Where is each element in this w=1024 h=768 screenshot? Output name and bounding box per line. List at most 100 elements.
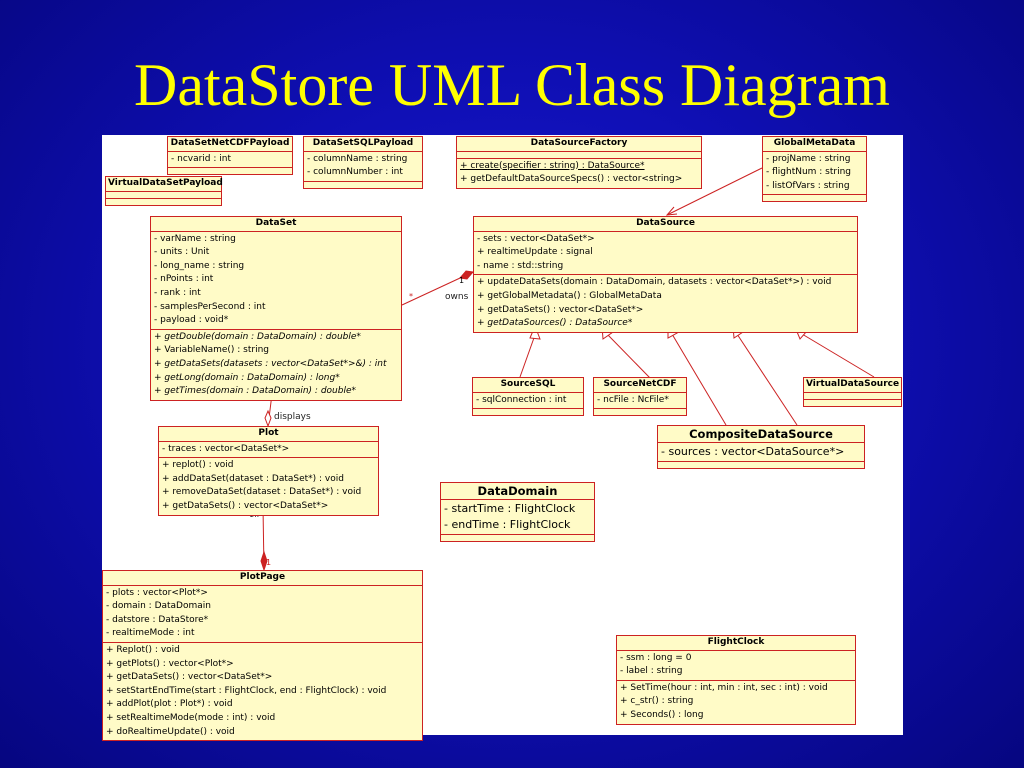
datasetnetcdfpayload-attribute: - ncvarid : int: [171, 153, 232, 164]
datasetsqlpayload-attribute: - columnName : string: [307, 153, 408, 164]
plotpage-operation: + doRealtimeUpdate() : void: [106, 726, 235, 737]
dataset-attribute: - samplesPerSecond : int: [154, 301, 266, 312]
class-flightclock: FlightClock- ssm : long = 0- label : str…: [616, 635, 856, 725]
plotpage-operation: + setRealtimeMode(mode : int) : void: [106, 712, 276, 723]
datasetnetcdfpayload-operations: [168, 168, 292, 174]
dataset-operation: + getDataSets(datasets : vector<DataSet*…: [154, 358, 387, 369]
sourcesql-class-name: SourceSQL: [473, 378, 583, 393]
plot-class-name: Plot: [159, 427, 378, 442]
datasourcefactory-class-name: DataSourceFactory: [457, 137, 701, 152]
dataset-class-name: DataSet: [151, 217, 401, 232]
virtualdatasource-operations: [804, 400, 901, 406]
class-dataset: DataSet- varName : string - units : Unit -…: [150, 216, 402, 401]
displays-aggregation-diamond: [264, 409, 272, 428]
datasetsqlpayload-attribute: - columnNumber : int: [307, 167, 403, 178]
dataset-operation: + getDouble(domain : DataDomain) : doubl…: [154, 331, 361, 342]
plotpage-attribute: - realtimeMode : int: [106, 628, 195, 639]
plot-operations: + replot() : void + addDataSet(dataset : …: [159, 458, 378, 514]
datadomain-class-name: DataDomain: [441, 483, 594, 500]
virtualdatasource-class-name: VirtualDataSource: [804, 378, 901, 393]
flightclock-operations: + SetTime(hour : int, min : int, sec : i…: [617, 681, 855, 724]
class-datadomain: DataDomain- startTime : FlightClock- end…: [440, 482, 595, 542]
plotpage-operation: + addPlot(plot : Plot*) : void: [106, 699, 233, 710]
globalmetadata-operations: [763, 195, 866, 201]
datasource-operation: + updateDataSets(domain : DataDomain, da…: [477, 277, 832, 288]
owns-one-multiplicity: 1: [459, 276, 465, 285]
sourcesql-attributes: - sqlConnection : int: [473, 393, 583, 410]
compositedatasource-attribute: - sources : vector<DataSource*>: [661, 445, 845, 458]
datadomain-attributes: - startTime : FlightClock- endTime : Fli…: [441, 500, 594, 535]
uml-canvas: * 1 owns * displays 1..* 1 DataSetNetCDF…: [102, 135, 903, 742]
flightclock-class-name: FlightClock: [617, 636, 855, 651]
virtualdatasource-attributes: [804, 393, 901, 400]
datadomain-operations: [441, 535, 594, 541]
globalmetadata-attribute: - listOfVars : string: [766, 180, 850, 191]
class-datasetsqlpayload: DataSetSQLPayload- columnName : string- …: [303, 136, 423, 189]
dataset-operation: + getLong(domain : DataDomain) : long*: [154, 372, 340, 383]
datasourcefactory-attributes: [457, 152, 701, 159]
class-sourcesql: SourceSQL- sqlConnection : int: [472, 377, 584, 417]
owns-label: owns: [445, 292, 469, 302]
slide-title: DataStore UML Class Diagram: [134, 52, 890, 118]
dataset-attributes: - varName : string- units : Unit- long_n…: [151, 232, 401, 330]
plotpage-operation: + getPlots() : vector<Plot*>: [106, 658, 234, 669]
plot-attribute: - traces : vector<DataSet*>: [162, 443, 290, 454]
dataset-operations: + getDouble(domain : DataDomain) : doubl…: [151, 330, 401, 400]
plotpage-operation: + getDataSets() : vector<DataSet*>: [106, 672, 273, 683]
plotpage-class-name: PlotPage: [103, 571, 422, 586]
datasetsqlpayload-operations: [304, 182, 422, 188]
plot-operation: + replot() : void: [162, 460, 234, 471]
globalmetadata-attribute: - projName : string: [766, 153, 851, 164]
datasourcefactory-operation: + create(specifier : string) : DataSourc…: [460, 160, 645, 171]
plot-operation: + addDataSet(dataset : DataSet*) : void: [162, 473, 344, 484]
sourcesql-attribute: - sqlConnection : int: [476, 394, 567, 405]
flightclock-attributes: - ssm : long = 0- label : string: [617, 651, 855, 681]
flightclock-operation: + SetTime(hour : int, min : int, sec : i…: [620, 682, 828, 693]
datasourcefactory-operations: + create(specifier : string) : DataSourc…: [457, 159, 701, 188]
compositedatasource-generalization-line: [671, 333, 727, 426]
class-plotpage: PlotPage- plots : vector<Plot*> - domain …: [102, 570, 423, 742]
globalmetadata-class-name: GlobalMetaData: [763, 137, 866, 152]
class-compositedatasource: CompositeDataSource- sources : vector<Da…: [657, 425, 865, 469]
plot-attributes: - traces : vector<DataSet*>: [159, 442, 378, 459]
sourcenetcdf-attribute: - ncFile : NcFile*: [597, 394, 669, 405]
dataset-attribute: - nPoints : int: [154, 274, 214, 285]
plotpage-plot-one-multiplicity: 1: [266, 558, 272, 567]
compositedatasource-operations: [658, 462, 864, 468]
plot-operation: + removeDataSet(dataset : DataSet*) : vo…: [162, 487, 362, 498]
sourcesql-generalization-line: [519, 334, 536, 378]
plotpage-attribute: - datstore : DataStore*: [106, 614, 209, 625]
plotpage-operation: + setStartEndTime(start : FlightClock, e…: [106, 685, 387, 696]
sourcenetcdf-operations: [594, 409, 686, 415]
datasetsqlpayload-class-name: DataSetSQLPayload: [304, 137, 422, 152]
datasource-attributes: - sets : vector<DataSet*> + realtimeUpdat…: [474, 232, 857, 276]
compositedatasource-attributes: - sources : vector<DataSource*>: [658, 443, 864, 462]
datasetnetcdfpayload-class-name: DataSetNetCDFPayload: [168, 137, 292, 152]
datasource-operations: + updateDataSets(domain : DataDomain, da…: [474, 275, 857, 331]
dataset-attribute: - payload : void*: [154, 315, 229, 326]
owns-composition-diamond: [459, 270, 474, 280]
plotpage-attribute: - plots : vector<Plot*>: [106, 587, 208, 598]
dataset-operation: + VariableName() : string: [154, 345, 270, 356]
datasetsqlpayload-attributes: - columnName : string - columnNumber : in…: [304, 152, 422, 182]
class-virtualdatasetpayload: VirtualDataSetPayload: [105, 176, 223, 206]
datasource-attribute: - sets : vector<DataSet*>: [477, 233, 595, 244]
globalmetadata-attributes: - projName : string- flightNum : string-…: [763, 152, 866, 196]
class-datasource: DataSource- sets : vector<DataSet*> + rea…: [473, 216, 858, 333]
class-datasetnetcdfpayload: DataSetNetCDFPayload- ncvarid : int: [167, 136, 293, 176]
globalmetadata-arrowhead: [665, 206, 678, 216]
virtualdatasetpayload-class-name: VirtualDataSetPayload: [106, 177, 223, 192]
dataset-attribute: - units : Unit: [154, 247, 210, 258]
datasourcefactory-operation: + getDefaultDataSourceSpecs() : vector<s…: [460, 174, 683, 185]
globalmetadata-association-line: [666, 167, 763, 216]
sourcesql-operations: [473, 409, 583, 415]
dataset-attribute: - varName : string: [154, 233, 236, 244]
datasource-attribute: + realtimeUpdate : signal: [477, 247, 593, 258]
displays-label: displays: [274, 412, 311, 422]
flightclock-attribute: - label : string: [620, 666, 683, 677]
datasource-class-name: DataSource: [474, 217, 857, 232]
class-datasourcefactory: DataSourceFactory + create(specifier : st…: [456, 136, 702, 189]
virtualdatasetpayload-operations: [106, 199, 221, 205]
sourcenetcdf-attributes: - ncFile : NcFile*: [594, 393, 686, 410]
plotpage-attribute: - domain : DataDomain: [106, 601, 211, 612]
